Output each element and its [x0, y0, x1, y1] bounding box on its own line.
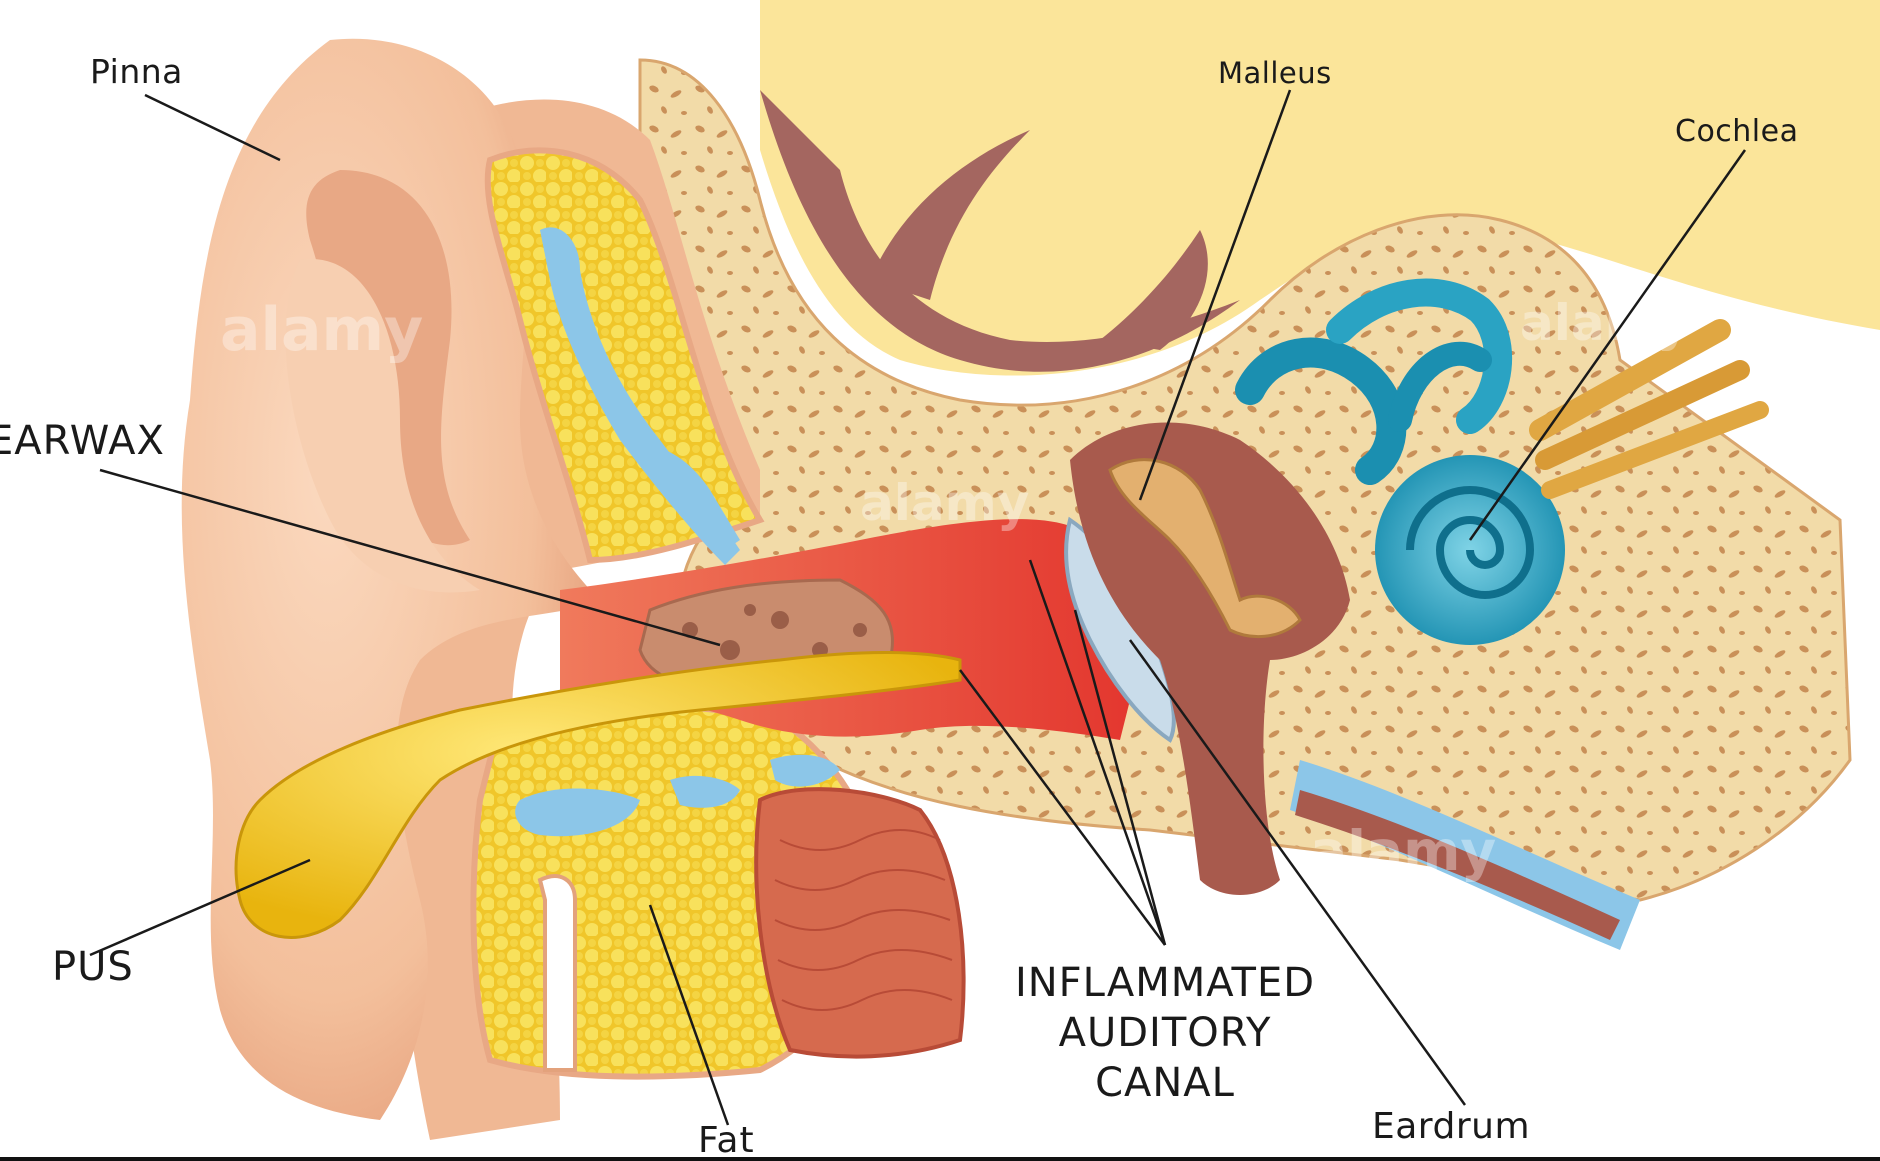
label-cochlea: Cochlea [1675, 114, 1799, 149]
label-malleus: Malleus [1218, 56, 1332, 90]
muscle [756, 789, 963, 1056]
svg-text:alamy: alamy [1310, 819, 1496, 883]
svg-text:alamy: alamy [860, 474, 1029, 532]
label-inflamed-canal: INFLAMMATED AUDITORY CANAL [990, 958, 1340, 1108]
bottom-rule [0, 1157, 1880, 1161]
label-fat: Fat [698, 1120, 755, 1161]
label-pinna: Pinna [90, 52, 183, 91]
svg-text:alamy: alamy [220, 295, 423, 365]
label-inflamed-line3: CANAL [990, 1058, 1340, 1108]
label-earwax: EARWAX [0, 418, 165, 464]
label-eardrum: Eardrum [1372, 1106, 1530, 1147]
earlobe-slit [540, 876, 575, 1070]
label-pus: PUS [52, 944, 134, 990]
label-inflamed-line2: AUDITORY [990, 1008, 1340, 1058]
svg-text:alamy: alamy [1520, 294, 1689, 352]
label-inflamed-line1: INFLAMMATED [990, 958, 1340, 1008]
